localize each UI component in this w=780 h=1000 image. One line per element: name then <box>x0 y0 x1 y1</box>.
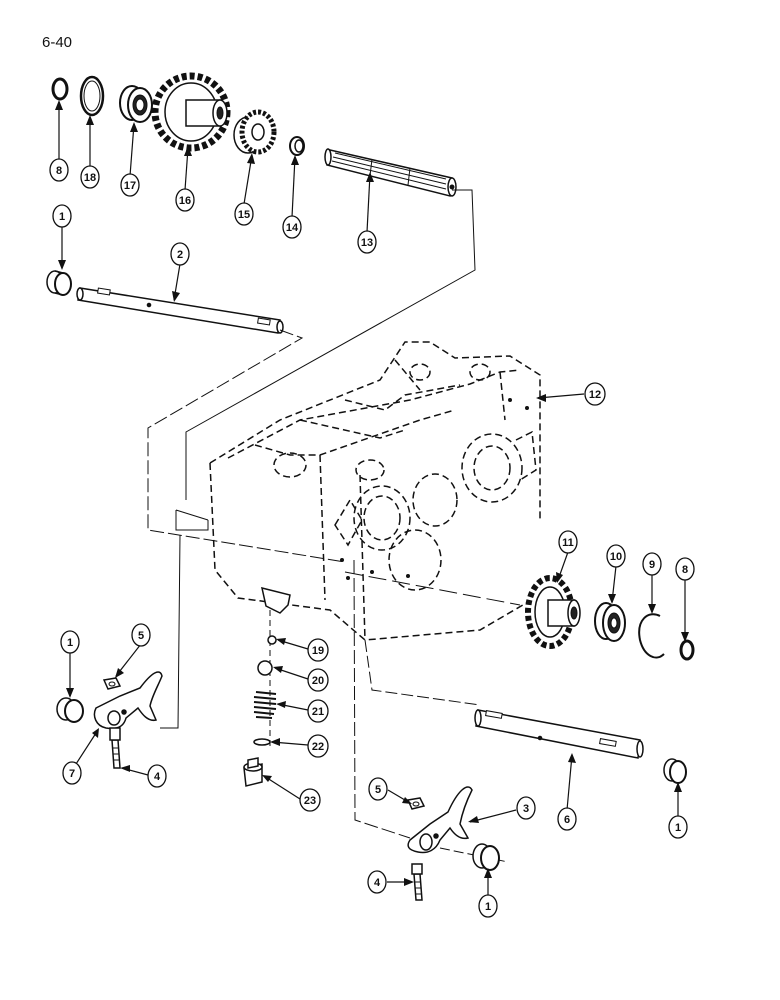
callout-label: 6 <box>564 814 570 826</box>
callout-label: 17 <box>124 180 136 192</box>
callout-13: 13 <box>357 230 377 254</box>
part-17-bearing <box>119 85 153 123</box>
callout-9: 9 <box>642 552 662 576</box>
callout-label: 2 <box>177 249 183 261</box>
callout-label: 13 <box>361 237 373 249</box>
callout-11: 11 <box>558 530 578 554</box>
callout-label: 18 <box>84 172 96 184</box>
callout-label: 14 <box>286 222 299 234</box>
part-5-nut-left <box>102 677 122 690</box>
part-13-splined-shaft <box>324 148 457 197</box>
callout-label: 4 <box>154 771 161 783</box>
callout-20: 20 <box>307 668 329 692</box>
callout-label: 8 <box>56 165 62 177</box>
callout-label: 7 <box>69 768 75 780</box>
part-22-washer <box>253 738 271 746</box>
part-7-shift-fork <box>93 671 163 730</box>
callout-label: 3 <box>523 803 529 815</box>
part-15-gear-small <box>233 109 277 155</box>
callout-17: 17 <box>120 173 140 197</box>
callout-1d: 1 <box>478 894 498 918</box>
part-8-snap-ring-right <box>679 639 695 661</box>
part-3-shift-fork <box>407 786 473 854</box>
callout-1a: 1 <box>52 204 72 228</box>
part-11-gear <box>525 575 581 649</box>
callout-label: 16 <box>179 195 191 207</box>
callout-16: 16 <box>175 188 195 212</box>
assembly-lines <box>147 189 521 863</box>
callout-label: 4 <box>374 877 381 889</box>
callout-4b: 4 <box>367 870 387 894</box>
callout-8b: 8 <box>675 557 695 581</box>
callout-6: 6 <box>557 807 577 831</box>
callout-label: 1 <box>59 211 65 223</box>
callout-label: 5 <box>375 784 381 796</box>
callout-1c: 1 <box>668 815 688 839</box>
callout-label: 22 <box>312 741 324 753</box>
part-10-bearing <box>594 602 626 642</box>
callout-2: 2 <box>170 242 190 266</box>
callout-label: 15 <box>238 209 250 221</box>
callout-1b: 1 <box>60 630 80 654</box>
callout-label: 12 <box>589 389 601 401</box>
callout-label: 19 <box>312 645 324 657</box>
part-4-bolt-right <box>411 863 423 901</box>
part-1-plug-left <box>56 697 84 723</box>
part-8-snap-ring-top <box>51 77 69 101</box>
callout-5b: 5 <box>368 777 388 801</box>
callout-5a: 5 <box>131 623 151 647</box>
part-14-collar <box>289 136 305 156</box>
part-9-snap-ring <box>638 613 665 659</box>
callout-21: 21 <box>307 699 329 723</box>
callout-23: 23 <box>299 788 321 812</box>
part-5-nut-right <box>406 797 426 810</box>
callout-22: 22 <box>307 734 329 758</box>
callout-label: 1 <box>67 637 73 649</box>
callout-label: 5 <box>138 630 144 642</box>
callout-18: 18 <box>80 165 100 189</box>
callout-label: 1 <box>675 822 681 834</box>
callout-8a: 8 <box>49 158 69 182</box>
callout-14: 14 <box>282 215 302 239</box>
callout-label: 9 <box>649 559 655 571</box>
part-20-ball-large <box>257 660 273 676</box>
part-12-transmission-housing <box>209 341 541 641</box>
callout-10: 10 <box>606 544 626 568</box>
callout-label: 11 <box>562 537 574 549</box>
housing-bolt-holes <box>340 398 529 580</box>
callout-label: 23 <box>304 795 316 807</box>
page-number: 6-40 <box>42 34 73 51</box>
callout-12: 12 <box>584 382 606 406</box>
part-21-spring <box>253 691 277 719</box>
callout-7: 7 <box>62 761 82 785</box>
callout-19: 19 <box>307 638 329 662</box>
part-2-shift-rod <box>76 287 284 334</box>
part-1-plug-upper-left <box>46 270 72 296</box>
part-6-shift-rod <box>474 709 644 759</box>
callout-label: 20 <box>312 675 324 687</box>
part-1-plug-right <box>663 758 687 784</box>
part-1-plug-bottom <box>472 843 500 871</box>
callout-label: 10 <box>610 551 622 563</box>
callout-label: 8 <box>682 564 688 576</box>
part-18-washer <box>79 75 105 117</box>
leader-arrowheads <box>55 100 689 886</box>
part-4-bolt-left <box>109 727 121 769</box>
part-23-plug <box>243 757 263 787</box>
callout-label: 1 <box>485 901 491 913</box>
callout-label: 21 <box>312 706 324 718</box>
callout-15: 15 <box>234 202 254 226</box>
callout-4a: 4 <box>147 764 167 788</box>
callout-3: 3 <box>516 796 536 820</box>
part-19-ball <box>267 635 277 645</box>
detent-bracket <box>261 586 291 614</box>
part-16-gear <box>151 72 231 152</box>
